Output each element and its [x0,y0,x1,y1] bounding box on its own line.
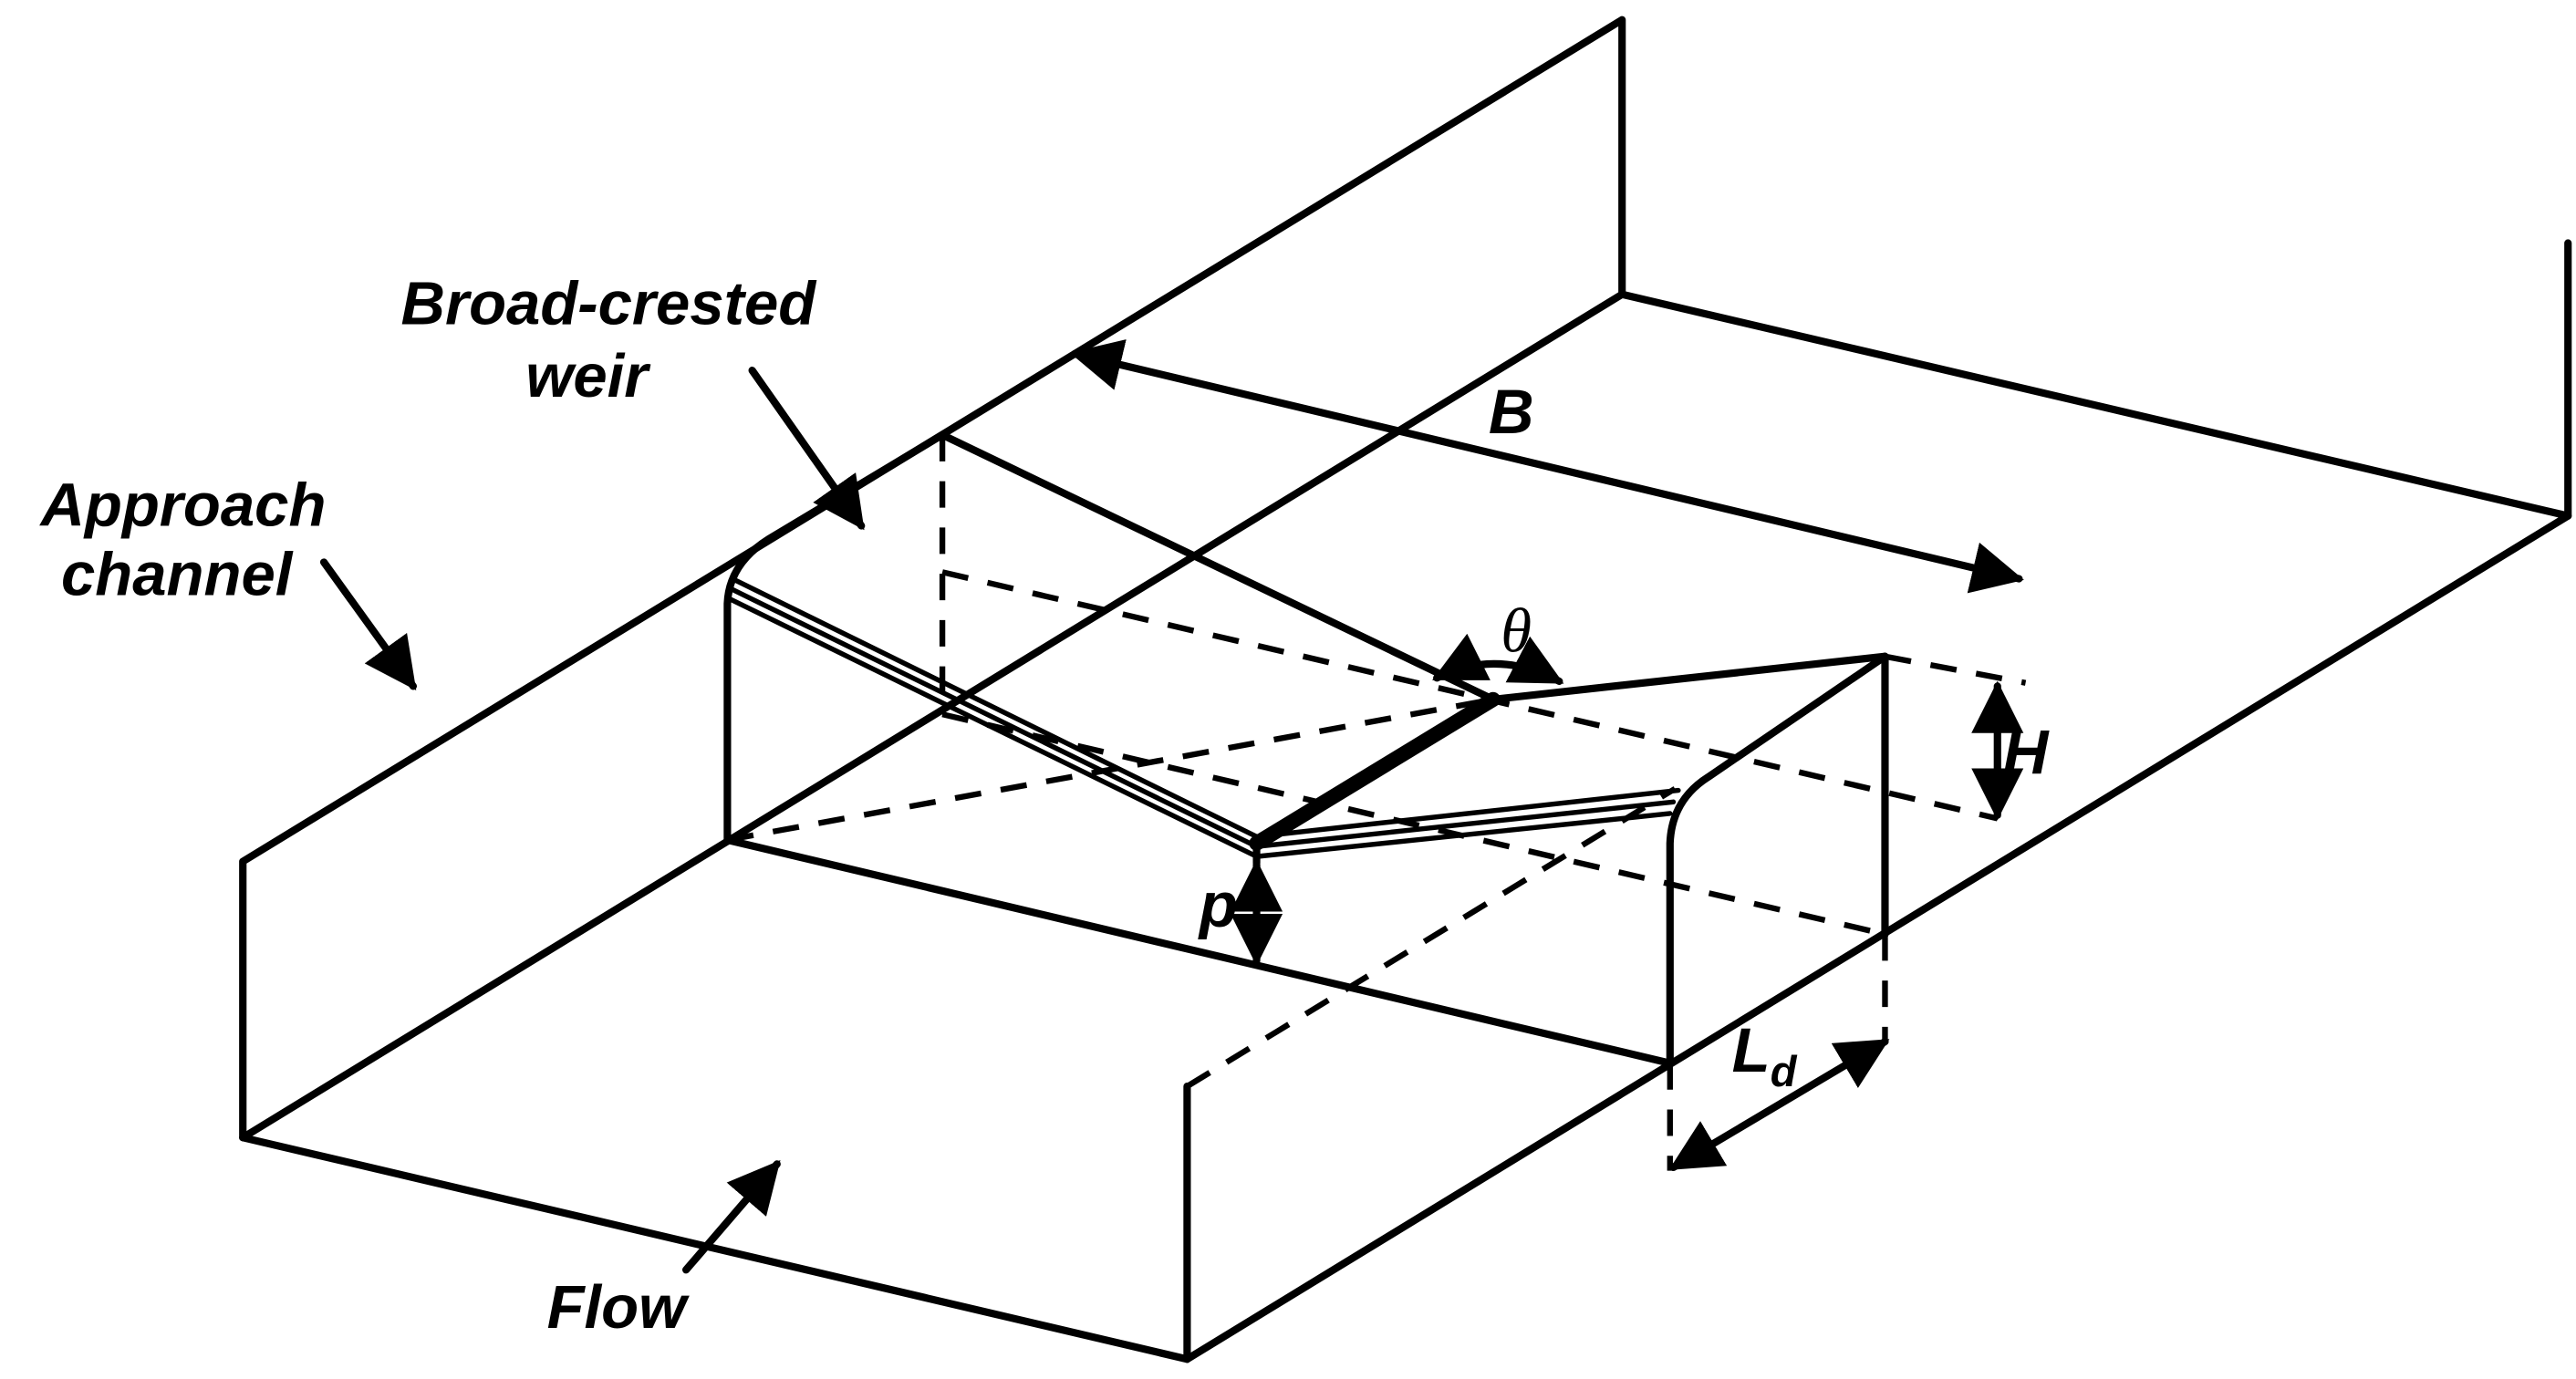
head-label: H [2003,717,2050,787]
wall-top-far-edge [1618,290,2572,520]
right-wall [1183,239,2572,1363]
hidden-floor-diagonal [726,696,1494,844]
channel-leader-arrow [319,558,418,691]
weir-right-end [1666,652,1889,1067]
hidden-mid-bottom [941,711,1886,938]
angle-arc [1432,633,1564,686]
dimensions [1069,339,2024,1172]
left-crest-lines [726,575,1260,859]
channel-outline [239,16,2572,1363]
text-labels: Broad-crested weir Approach channel Flow… [38,269,2049,1341]
leader-arrows [319,367,866,1274]
length-subscript: d [1771,1047,1798,1095]
weir-structure [723,430,2027,1171]
channel-label-line1: Approach [38,472,326,540]
hidden-h-top [1884,653,2027,686]
weir-crest-top [939,430,1889,703]
length-dimension-arrow [1668,1038,1890,1172]
floor-front-edge [239,1134,1191,1363]
channel-label-line2: channel [61,541,294,609]
height-label: p [1198,869,1238,939]
weir-label-line1: Broad-crested [401,269,818,337]
weir-base-edge [723,835,1674,1067]
flow-arrow [682,1159,781,1274]
width-dimension-arrow [1069,339,2024,594]
width-label: B [1489,377,1534,447]
hidden-back-bottom [941,569,1999,822]
left-wall [239,16,1626,1142]
length-label: Ld [1732,1015,1798,1095]
weir-label-line2: weir [525,342,651,410]
weir-leader-arrow [748,367,866,531]
weir-left-end [723,430,947,845]
weir-apex-ridge [1249,691,1501,851]
flow-label: Flow [547,1273,691,1342]
angle-label: θ [1501,596,1532,665]
hidden-wall-edge [1185,786,1677,1089]
